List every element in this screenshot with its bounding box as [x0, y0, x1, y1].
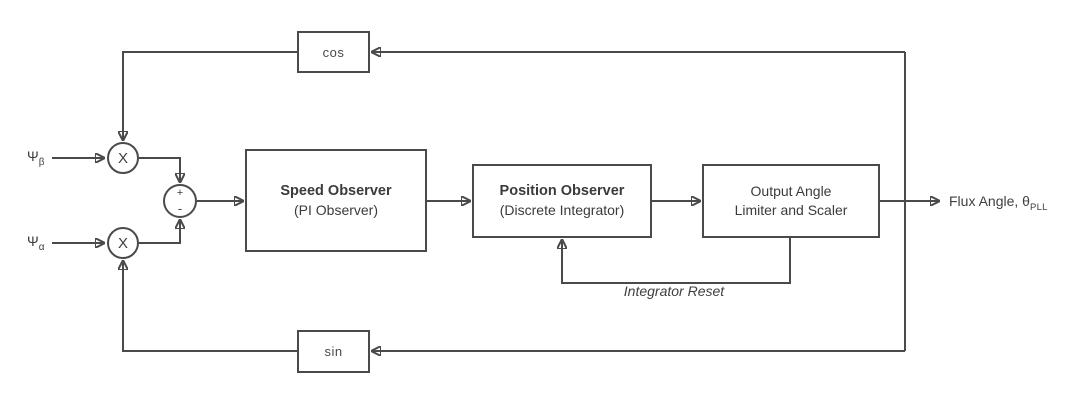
integrator-reset-label: Integrator Reset — [623, 283, 725, 299]
speed-observer-subtitle: (PI Observer) — [293, 201, 378, 218]
wire-mult-top-to-sum — [139, 157, 180, 182]
psi-alpha-base: Ψ — [27, 233, 39, 249]
psi-alpha-subscript: α — [38, 241, 45, 253]
multiplier-bottom-symbol: X — [117, 234, 128, 252]
psi-beta-base: Ψ — [27, 148, 39, 164]
output-angle-limiter-line1: Output Angle — [750, 183, 832, 199]
wire-integrator-reset — [562, 238, 791, 284]
position-observer-subtitle: (Discrete Integrator) — [499, 202, 625, 218]
multiplier-top-node: X — [107, 142, 139, 174]
wire-cos-to-mult-top — [123, 51, 297, 140]
multiplier-bottom-node: X — [107, 227, 139, 259]
summing-plus-sign: + — [176, 187, 184, 199]
sin-block-label: sin — [324, 344, 343, 359]
wire-mult-bottom-to-sum — [139, 220, 180, 244]
flux-angle-base: Flux Angle, θ — [949, 193, 1030, 209]
sin-block: sin — [297, 330, 370, 373]
output-angle-limiter-line2: Limiter and Scaler — [734, 202, 848, 218]
summing-junction-node: + - — [163, 184, 197, 218]
position-observer-block: Position Observer (Discrete Integrator) — [472, 164, 652, 238]
multiplier-top-symbol: X — [117, 149, 128, 167]
flux-angle-output-label: Flux Angle, θPLL — [949, 193, 1048, 213]
speed-observer-block: Speed Observer (PI Observer) — [245, 149, 427, 252]
psi-alpha-label: Ψα — [27, 233, 44, 253]
position-observer-title: Position Observer — [499, 183, 625, 199]
cos-block-label: cos — [322, 44, 345, 60]
flux-angle-subscript: PLL — [1029, 201, 1048, 213]
speed-observer-title: Speed Observer — [280, 182, 392, 199]
output-angle-limiter-block: Output Angle Limiter and Scaler — [702, 164, 880, 238]
psi-beta-label: Ψβ — [27, 148, 44, 168]
summing-minus-sign: - — [177, 201, 183, 216]
cos-block: cos — [297, 31, 370, 73]
psi-beta-subscript: β — [38, 156, 45, 168]
wire-sin-to-mult-bottom — [123, 261, 297, 352]
